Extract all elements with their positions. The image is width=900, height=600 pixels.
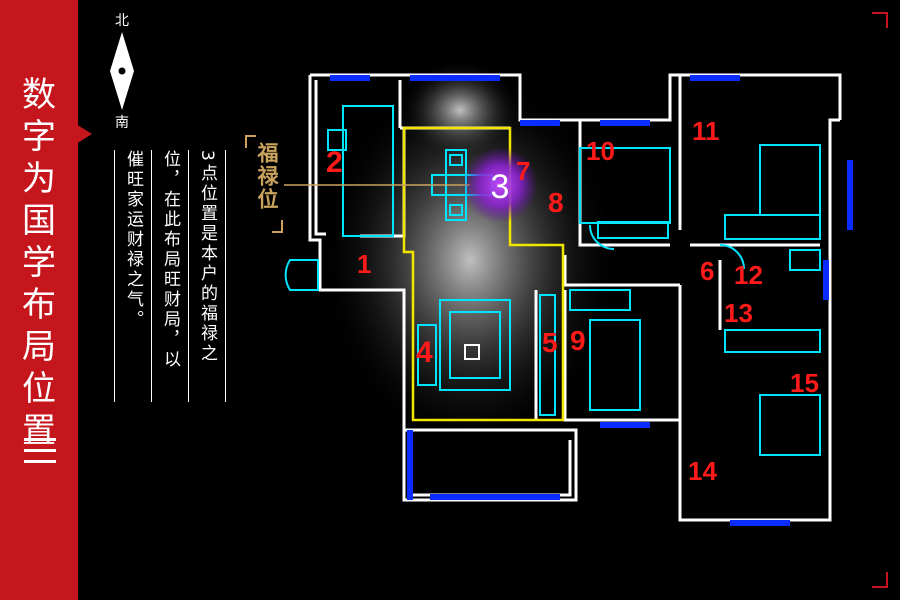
sidebar-pointer-icon [76,124,92,144]
room-number: 9 [570,325,586,356]
bracket-icon [245,135,283,233]
fulu-marker [462,147,538,223]
fulu-label: 福禄位 [244,134,284,234]
note-column-2: 位，在此布局旺财局，以 [160,150,180,370]
fulu-label-text: 福禄位 [255,142,280,211]
windows [330,75,853,526]
light-glow [400,60,520,160]
room-number: 13 [724,298,753,328]
title-char: 局 [22,327,56,367]
title-char: 字 [22,117,56,157]
room-number: 8 [548,187,564,218]
room-number: 4 [416,336,433,369]
room-number: 15 [790,368,819,398]
note-divider [188,150,189,402]
title-char: 为 [22,159,56,199]
compass-south-label: 南 [115,115,129,131]
title-char: 置 [22,411,56,451]
note-divider [225,150,226,402]
corner-mark [872,572,888,588]
room-number: 7 [516,156,530,186]
note-column-3: 催旺家运财禄之气。 [123,150,143,330]
note-divider [151,150,152,402]
light-glow [320,70,620,450]
sidebar: 数 字 为 国 学 布 局 位 置 [0,0,78,600]
title-char: 国 [22,201,56,241]
note-divider [114,150,115,402]
title-char: 位 [22,369,56,409]
title-char: 学 [22,243,56,283]
room-number: 6 [700,256,714,286]
compass-needle-icon [110,32,134,110]
menu-lines-icon [24,438,56,471]
room-number: 2 [326,146,343,179]
sidebar-title: 数 字 为 国 学 布 局 位 置 [0,74,78,452]
corner-mark [872,12,888,28]
compass: 北 南 [104,8,140,131]
compass-north-label: 北 [115,13,129,29]
room-number: 14 [688,456,717,486]
explanation-note: 3点位置是本户的福禄之 位，在此布局旺财局，以 催旺家运财禄之气。 [112,150,228,410]
title-char: 数 [22,75,56,115]
room-number: 1 [357,249,371,279]
title-char: 布 [22,285,56,325]
room-number: 12 [734,260,763,290]
room-number: 11 [692,116,720,146]
room-number: 10 [586,136,615,166]
room-numbers: 1 2 4 5 6 7 8 9 10 11 12 13 14 15 [326,116,819,486]
note-column-1: 3点位置是本户的福禄之 [197,150,217,364]
room-number: 5 [542,327,558,358]
marker-3-label: 3 [491,168,510,206]
